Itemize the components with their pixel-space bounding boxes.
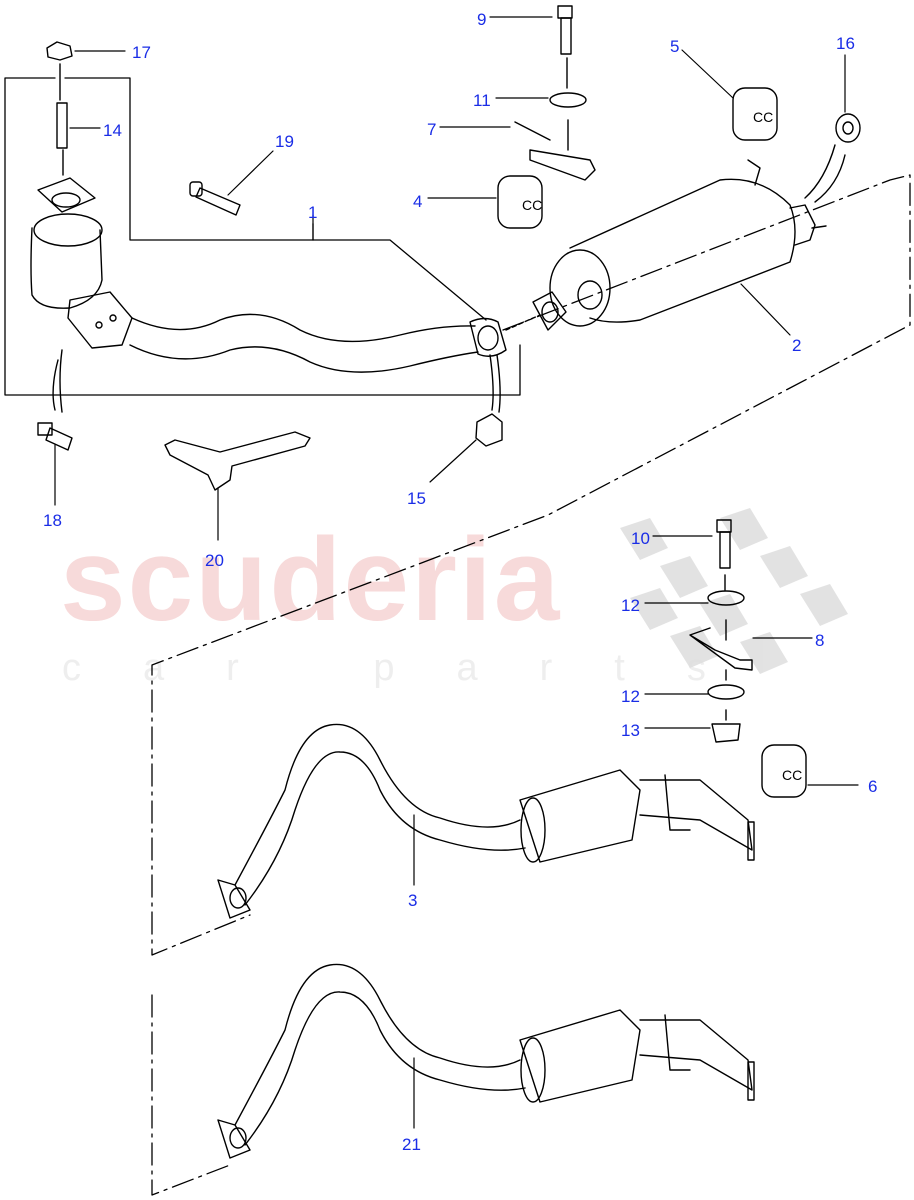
bolt-9 <box>557 5 573 55</box>
rear-silencer <box>549 159 827 327</box>
callout-1[interactable]: 1 <box>308 203 318 222</box>
callout-8[interactable]: 8 <box>815 631 825 650</box>
nut-13 <box>711 723 741 743</box>
svg-text:CC: CC <box>522 197 542 213</box>
callout-12b[interactable]: 12 <box>621 687 640 706</box>
watermark-brand: scuderia <box>60 514 562 646</box>
callout-17[interactable]: 17 <box>132 43 151 62</box>
leader-lines <box>54 16 859 1129</box>
callout-11[interactable]: 11 <box>473 91 491 110</box>
callout-2[interactable]: 2 <box>792 336 802 355</box>
washer-12b <box>707 684 745 700</box>
callout-14[interactable]: 14 <box>103 121 122 140</box>
callout-3[interactable]: 3 <box>408 891 418 910</box>
bracket-7 <box>514 121 596 181</box>
callout-5[interactable]: 5 <box>670 37 680 56</box>
callout-16[interactable]: 16 <box>836 34 855 53</box>
callout-6[interactable]: 6 <box>868 777 878 796</box>
bracket-8 <box>689 627 753 671</box>
rubber-mounting-6: CC <box>761 744 807 798</box>
callout-21[interactable]: 21 <box>402 1135 421 1154</box>
nut-17 <box>46 41 73 61</box>
callout-20[interactable]: 20 <box>205 551 224 570</box>
bracket-20 <box>164 431 311 491</box>
bolt-10 <box>716 519 732 569</box>
assembly-boundary <box>151 174 911 1196</box>
bolt-18 <box>37 422 73 451</box>
svg-text:CC: CC <box>753 109 773 125</box>
callout-4[interactable]: 4 <box>413 192 423 211</box>
intermediate-pipe-3 <box>217 723 755 919</box>
callout-9[interactable]: 9 <box>477 10 487 29</box>
stud-14 <box>56 102 68 149</box>
checker-logo-icon <box>620 508 848 674</box>
group-bracket <box>4 77 521 396</box>
watermark-tagline: car parts <box>62 647 768 689</box>
callout-7[interactable]: 7 <box>427 120 437 139</box>
nut-16 <box>835 113 861 143</box>
front-pipe <box>129 313 479 373</box>
rubber-mounting-4: CC <box>497 175 543 229</box>
catalytic-converter <box>30 177 133 349</box>
rubber-mounting-5: CC <box>732 87 778 141</box>
callout-18[interactable]: 18 <box>43 511 62 530</box>
callout-10[interactable]: 10 <box>631 529 650 548</box>
washer-12a <box>707 590 745 606</box>
intermediate-pipe-21 <box>217 963 755 1159</box>
callout-19[interactable]: 19 <box>275 132 294 151</box>
washer-11 <box>549 92 587 108</box>
callout-13[interactable]: 13 <box>621 721 640 740</box>
bolt-19 <box>189 181 241 216</box>
callout-15[interactable]: 15 <box>407 489 426 508</box>
svg-text:CC: CC <box>782 767 802 783</box>
callout-12a[interactable]: 12 <box>621 596 640 615</box>
nut-15 <box>475 413 503 447</box>
